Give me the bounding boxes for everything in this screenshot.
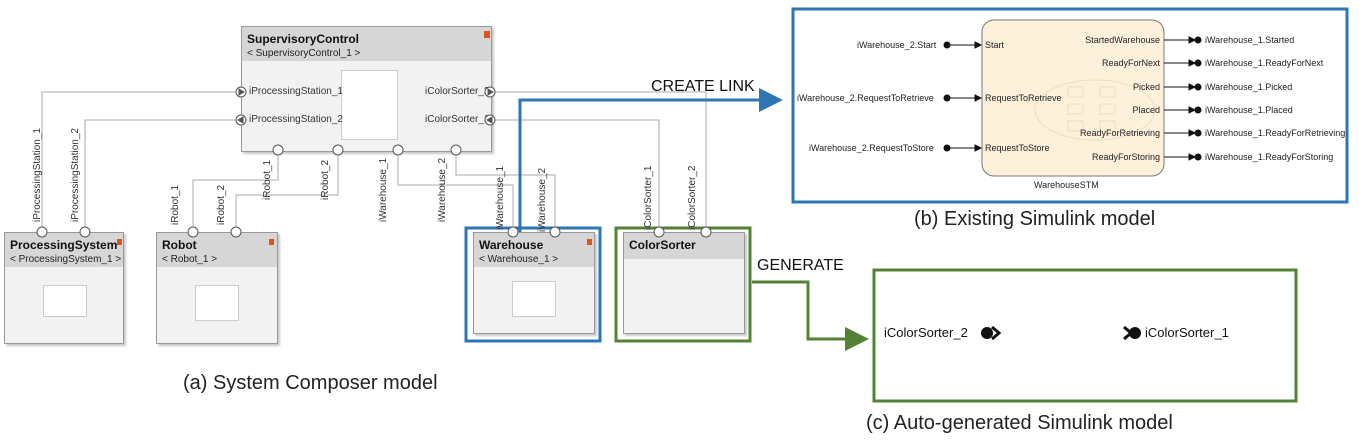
colorsorter-highlight — [614, 226, 752, 343]
existing-model-frame — [791, 7, 1349, 204]
stm-ghost-states — [1034, 79, 1156, 141]
supervisory-control-component[interactable]: SupervisoryControl < SupervisoryControl_… — [241, 26, 492, 152]
connector-label: iRobot_1 — [170, 184, 181, 225]
component-subtitle: < Warehouse_1 > — [479, 254, 559, 265]
warehouse-highlight — [464, 226, 602, 343]
input-source-label: iWarehouse_2.RequestToStore — [809, 143, 934, 153]
component-subtitle: < SupervisoryControl_1 > — [247, 48, 361, 59]
warehouse-component[interactable]: Warehouse < Warehouse_1 > — [473, 232, 595, 334]
processing-system-component[interactable]: ProcessingSystem < ProcessingSystem_1 > — [4, 232, 124, 344]
component-header — [5, 233, 123, 267]
port-label: iColorSorter_1 — [425, 114, 490, 125]
connector-label: iWarehouse_2 — [437, 157, 448, 222]
output-dest-label: iWarehouse_1.ReadyForStoring — [1205, 152, 1334, 162]
supervisory-inner-box — [341, 70, 398, 140]
chart-output-port: Picked — [1132, 82, 1160, 92]
port-label: iColorSorter_2 — [425, 86, 490, 97]
chart-output-port: ReadyForRetrieving — [1079, 128, 1160, 138]
connector-label: iColorSorter_2 — [687, 165, 698, 230]
stm-output-signals — [1164, 36, 1202, 161]
connector-label: iWarehouse_2 — [537, 167, 548, 232]
component-header — [242, 27, 491, 61]
chart-input-port: RequestToStore — [985, 143, 1050, 153]
port-label: iProcessingStation_2 — [249, 114, 343, 125]
output-dest-label: iWarehouse_1.ReadyForNext — [1205, 58, 1324, 68]
connector-label: iWarehouse_1 — [378, 157, 389, 222]
generated-model-frame — [872, 268, 1298, 403]
component-header — [474, 233, 594, 267]
output-dest-label: iWarehouse_1.ReadyForRetrieving — [1205, 128, 1346, 138]
stm-input-signals — [943, 41, 983, 152]
output-dest-label: iWarehouse_1.Placed — [1205, 105, 1293, 115]
generate-arrow — [752, 280, 869, 351]
input-source-label: iWarehouse_2.RequestToRetrieve — [797, 93, 934, 103]
chart-input-port: Start — [985, 40, 1005, 50]
create-link-arrow — [518, 88, 783, 232]
create-link-label: CREATE LINK — [651, 78, 755, 95]
component-title: ProcessingSystem — [10, 238, 118, 252]
caption-system-composer: (a) System Composer model — [183, 372, 438, 394]
output-dest-label: iWarehouse_1.Picked — [1205, 82, 1293, 92]
component-header — [157, 233, 277, 267]
generate-label: GENERATE — [757, 257, 844, 274]
component-inner-box — [43, 285, 87, 317]
output-dest-label: iWarehouse_1.Started — [1205, 35, 1295, 45]
connector-label: iRobot_2 — [216, 184, 227, 225]
connector-label: iProcessingStation_1 — [32, 128, 43, 222]
chart-output-port: ReadyForStoring — [1091, 152, 1160, 162]
connector-label: iProcessingStation_2 — [70, 128, 81, 222]
generated-outport-icon — [1123, 325, 1141, 341]
component-title: Warehouse — [479, 238, 544, 252]
colorsorter-component[interactable]: ColorSorter — [623, 232, 745, 334]
component-subtitle: < ProcessingSystem_1 > — [10, 254, 122, 265]
connector-lines — [41, 91, 707, 232]
chart-input-port: RequestToRetrieve — [985, 93, 1062, 103]
chart-output-port: Placed — [1132, 105, 1160, 115]
generated-inport-icon — [981, 325, 1002, 341]
caption-existing-simulink: (b) Existing Simulink model — [914, 208, 1156, 230]
generated-inport-label: iColorSorter_2 — [884, 325, 968, 340]
chart-output-port: ReadyForNext — [1101, 58, 1160, 68]
connector-label: iWarehouse_1 — [495, 165, 506, 230]
component-title: SupervisoryControl — [247, 32, 360, 46]
input-source-label: iWarehouse_2.Start — [857, 40, 937, 50]
connector-label: iColorSorter_1 — [643, 165, 654, 230]
component-title: Robot — [162, 238, 197, 252]
chart-name: WarehouseSTM — [1034, 180, 1099, 190]
port-label: iProcessingStation_1 — [249, 86, 343, 97]
component-title: ColorSorter — [629, 238, 696, 252]
connector-label: iRobot_1 — [262, 159, 273, 200]
chart-output-port: StartedWarehouse — [1085, 35, 1160, 45]
component-inner-box — [195, 285, 239, 321]
component-inner-box — [512, 281, 556, 317]
caption-generated-simulink: (c) Auto-generated Simulink model — [866, 412, 1173, 434]
component-subtitle: < Robot_1 > — [162, 254, 218, 265]
robot-component[interactable]: Robot < Robot_1 > — [156, 232, 278, 344]
connector-label: iRobot_2 — [320, 159, 331, 200]
generated-outport-label: iColorSorter_1 — [1145, 325, 1229, 340]
component-header — [624, 233, 744, 259]
